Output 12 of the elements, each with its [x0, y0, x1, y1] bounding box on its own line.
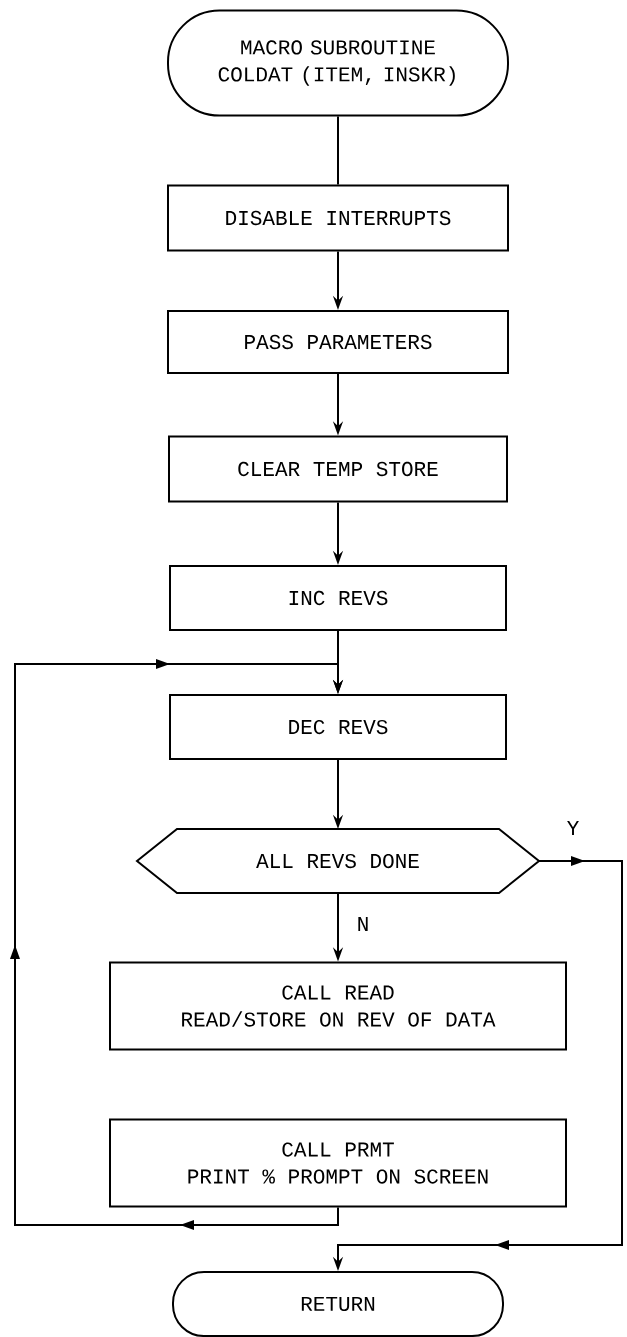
arrow — [10, 659, 344, 1230]
edge-label: Y — [565, 820, 581, 836]
process-box: CLEAR TEMP STORE — [168, 435, 508, 503]
process-box: DEC REVS — [169, 694, 507, 760]
process-box: CALL PRMT PRINT % PROMPT ON SCREEN — [109, 1118, 567, 1208]
start-terminal: MACRO SUBROUTINE COLDAT (ITEM, INSKR) — [167, 9, 509, 117]
process-box: INC REVS — [169, 565, 507, 631]
process-box: PASS PARAMETERS — [167, 310, 509, 374]
edge-label: N — [355, 916, 371, 932]
end-terminal: RETURN — [172, 1271, 504, 1337]
process-box: CALL READ READ/STORE ON REV OF DATA — [109, 961, 567, 1051]
process-box: DISABLE INTERRUPTS — [167, 184, 509, 252]
